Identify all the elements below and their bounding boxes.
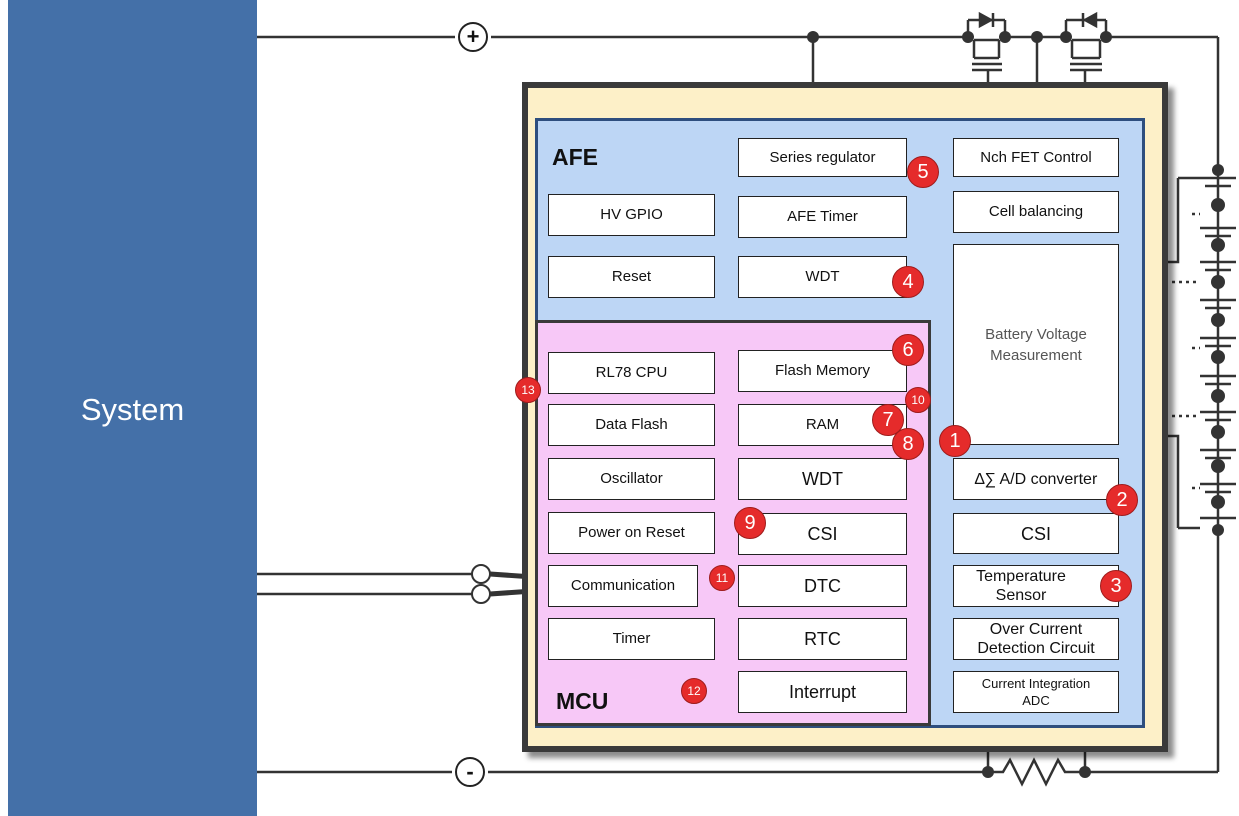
- current-integration-line2: ADC: [1022, 693, 1050, 708]
- battery-cell-stack: [1200, 170, 1236, 530]
- mcu-csi-block: CSI: [738, 513, 907, 555]
- cell-balancing-block: Cell balancing: [953, 191, 1119, 233]
- dtc-block: DTC: [738, 565, 907, 607]
- marker-10: 10: [905, 387, 931, 413]
- marker-3: 3: [1100, 570, 1132, 602]
- marker-13: 13: [515, 377, 541, 403]
- marker-9: 9: [734, 507, 766, 539]
- system-label: System: [80, 392, 185, 427]
- afe-heading: AFE: [552, 144, 598, 170]
- marker-11: 11: [709, 565, 735, 591]
- mcu-wdt-block: WDT: [738, 458, 907, 500]
- marker-8: 8: [892, 428, 924, 460]
- over-current-detection-block: Over Current Detection Circuit: [953, 618, 1119, 660]
- afe-reset-block: Reset: [548, 256, 715, 298]
- afe-wdt-block: WDT: [738, 256, 907, 298]
- positive-terminal: +: [458, 22, 488, 52]
- timer-block: Timer: [548, 618, 715, 660]
- mcu-heading: MCU: [556, 688, 609, 714]
- hv-gpio-block: HV GPIO: [548, 194, 715, 236]
- battery-voltage-measurement-block: Battery Voltage Measurement: [953, 244, 1119, 445]
- rtc-block: RTC: [738, 618, 907, 660]
- sense-resistor: [988, 757, 1085, 787]
- marker-5: 5: [907, 156, 939, 188]
- delta-sigma-adc-block: ∆∑ A/D converter: [953, 458, 1119, 500]
- power-on-reset-block: Power on Reset: [548, 512, 715, 554]
- marker-1: 1: [939, 425, 971, 457]
- temperature-sensor-block: Temperature Sensor: [953, 565, 1119, 607]
- interrupt-block: Interrupt: [738, 671, 907, 713]
- afe-timer-block: AFE Timer: [738, 196, 907, 238]
- communication-block: Communication: [548, 565, 698, 607]
- marker-4: 4: [892, 266, 924, 298]
- nch-fet-control-block: Nch FET Control: [953, 138, 1119, 177]
- oscillator-block: Oscillator: [548, 458, 715, 500]
- negative-terminal: -: [455, 757, 485, 787]
- flash-memory-block: Flash Memory: [738, 350, 907, 392]
- system-block: [8, 0, 257, 816]
- marker-6: 6: [892, 334, 924, 366]
- nch-fet-1: [966, 11, 1007, 72]
- rl78-cpu-block: RL78 CPU: [548, 352, 715, 394]
- marker-12: 12: [681, 678, 707, 704]
- afe-csi-block: CSI: [953, 513, 1119, 554]
- data-flash-block: Data Flash: [548, 404, 715, 446]
- current-integration-adc-block: Current Integration ADC: [953, 671, 1119, 713]
- marker-2: 2: [1106, 484, 1138, 516]
- series-regulator-block: Series regulator: [738, 138, 907, 177]
- current-integration-line1: Current Integration: [981, 676, 1091, 691]
- nch-fet-2: [1064, 11, 1108, 72]
